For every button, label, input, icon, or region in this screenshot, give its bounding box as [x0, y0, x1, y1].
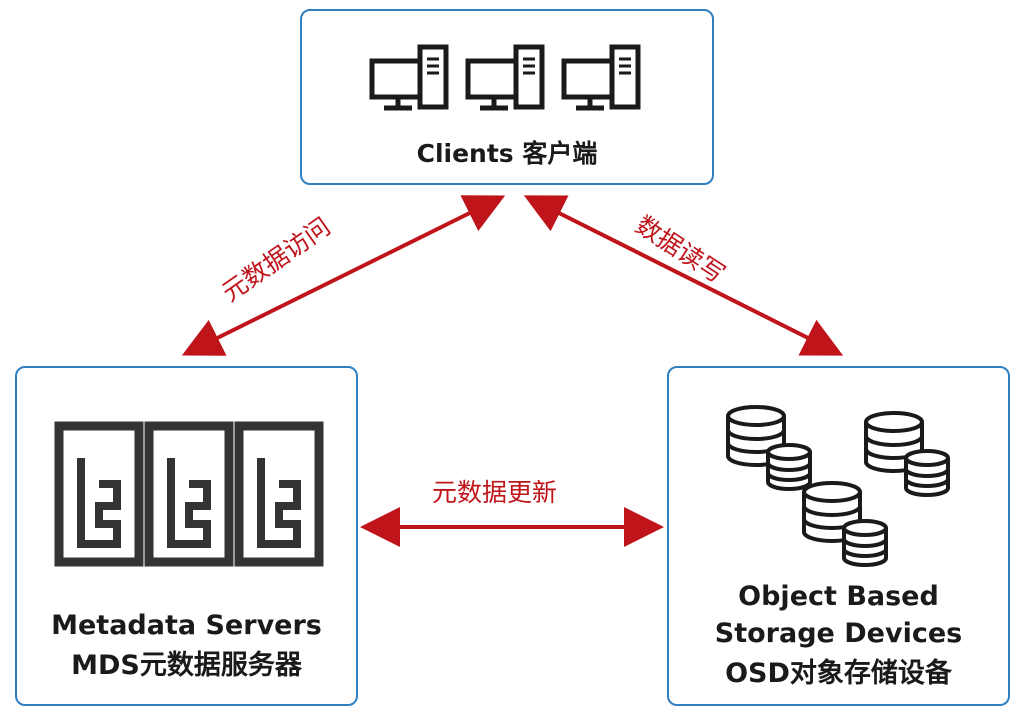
mds-label-line1: Metadata Servers: [51, 610, 322, 641]
computer-icon: [468, 47, 542, 108]
computer-icon: [372, 47, 446, 108]
mds-label-line2: MDS元数据服务器: [71, 650, 302, 681]
meta-access-arrow: [181, 195, 506, 356]
database-icon: [864, 411, 950, 497]
data-rw-arrow: [523, 195, 844, 356]
osd-label-line2: Storage Devices: [714, 618, 963, 649]
server-rack-icon: [59, 426, 139, 562]
meta-update-label: 元数据更新: [432, 478, 558, 507]
server-rack-icon: [239, 426, 319, 562]
server-rack-icon: [149, 426, 229, 562]
clients-node: Clients 客户端: [300, 9, 714, 185]
osd-label-line1: Object Based: [738, 581, 939, 612]
diagram-graphics: [0, 0, 950, 567]
clients-label: Clients 客户端: [416, 139, 598, 168]
computer-icon: [564, 47, 638, 108]
database-icon: [802, 481, 888, 567]
database-icon: [726, 405, 812, 491]
